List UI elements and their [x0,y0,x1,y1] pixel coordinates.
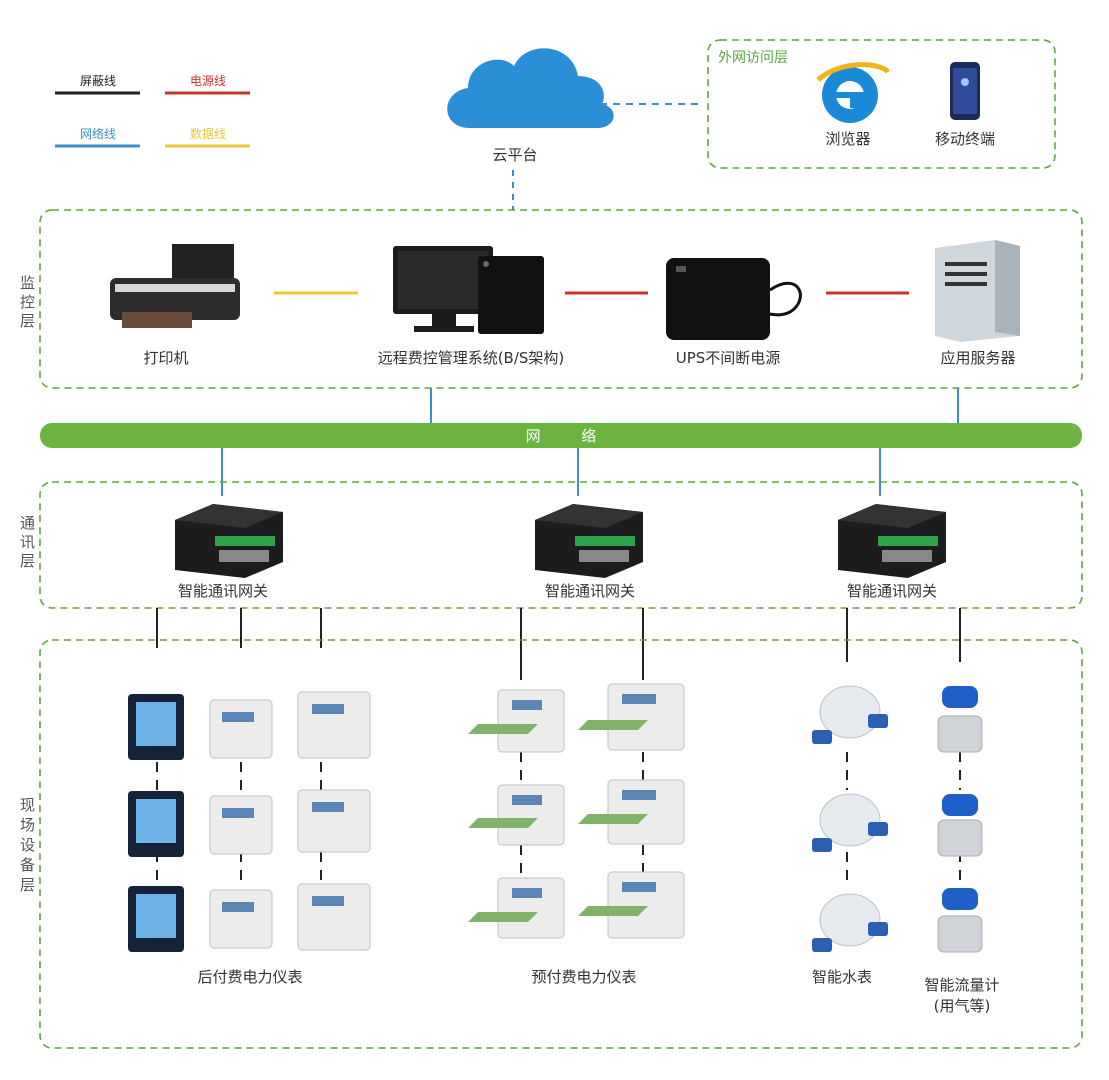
flow-meter-note: (用气等) [934,997,991,1015]
din-meter-icon [297,691,371,951]
server-label: 应用服务器 [940,349,1015,367]
ups-icon [666,258,802,340]
gateway-icon [535,504,643,578]
legend-network-label: 网络线 [80,126,116,141]
network-bus: 网 络 [40,388,1082,496]
field-device-layer: 现场设备层 [20,639,1083,1049]
legend-shield-label: 屏蔽线 [80,74,116,88]
legend: 屏蔽线 电源线 网络线 数据线 [55,74,250,148]
legend-power-label: 电源线 [190,74,226,88]
field-layer-box [39,639,1083,1049]
communication-layer: 通讯层 智能通讯网关 智能通讯网关 智能通讯网关 [20,481,1083,609]
panel-meter-icon [128,694,184,952]
water-meter-label: 智能水表 [812,968,872,986]
monitor-layer: 监控层 打印机 远程费控管理系统(B/S架构) UPS不间断电源 [20,209,1083,389]
gateway-3-label: 智能通讯网关 [847,582,937,600]
din-meter-display [222,712,254,912]
printer-icon [110,244,240,328]
comm-layer-title: 通讯层 [20,514,35,570]
cloud-label: 云平台 [492,146,537,164]
flow-meter-label: 智能流量计 [924,976,999,994]
mobile-label: 移动终端 [935,130,995,148]
gateway-icon [838,504,946,578]
gateway-2-label: 智能通讯网关 [545,582,635,600]
external-access-layer: 外网访问层 浏览器 移动终端 [707,39,1056,169]
mobile-phone-icon [950,62,980,120]
postpaid-label: 后付费电力仪表 [197,968,302,986]
external-layer-title: 外网访问层 [718,50,788,66]
network-bar-label: 网 络 [526,427,615,445]
field-layer-title: 现场设备层 [20,796,35,894]
field-bus-links [156,608,961,680]
water-meter-icon [812,685,888,952]
printer-label: 打印机 [143,349,188,367]
browser-label: 浏览器 [825,130,870,148]
cloud-icon [447,48,614,128]
prepaid-label: 预付费电力仪表 [531,968,636,986]
cloud-platform: 云平台 [447,48,700,210]
prepaid-meter-icon [468,683,685,939]
gateway-icon [175,504,283,578]
management-system-label: 远程费控管理系统(B/S架构) [378,349,565,367]
flow-meter-icon [937,686,983,953]
din-meter-display [312,704,344,906]
ups-label: UPS不间断电源 [676,349,781,367]
monitor-layer-title: 监控层 [20,274,35,330]
legend-data-label: 数据线 [190,126,226,141]
server-icon [935,240,1020,342]
network-bar [40,423,1082,448]
gateway-1-label: 智能通讯网关 [178,582,268,600]
computer-icon [393,246,544,334]
browser-icon [816,62,890,123]
monitor-layer-box [39,209,1083,389]
comm-layer-box [39,481,1083,609]
external-layer-box [707,39,1056,169]
